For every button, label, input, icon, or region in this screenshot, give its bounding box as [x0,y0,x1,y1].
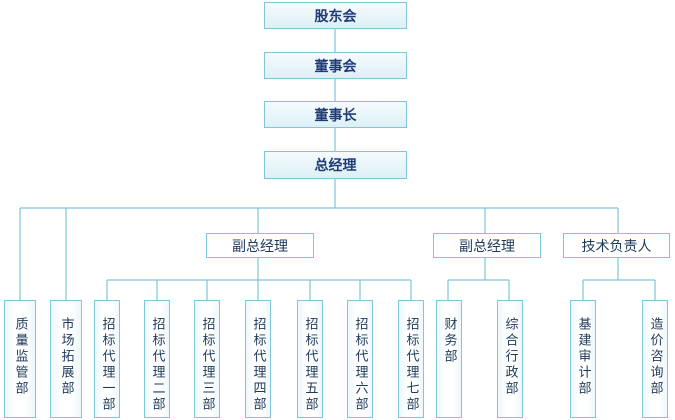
dept-agency-6-label: 招标代理六部 [352,317,368,413]
dept-finance-label: 财务部 [441,317,457,365]
dept-agency-4-label: 招标代理四部 [250,317,266,413]
board-node: 董事会 [264,52,407,79]
general-manager-node: 总经理 [264,151,407,179]
dept-finance: 财务部 [436,300,462,418]
dept-agency-2: 招标代理二部 [144,300,170,418]
dept-admin: 综合行政部 [497,300,523,418]
vice-gm-label-1: 副总经理 [232,238,288,255]
vice-gm-node-1: 副总经理 [206,233,314,258]
dept-quality: 质量监管部 [4,300,36,418]
dept-agency-5-label: 招标代理五部 [302,317,318,413]
dept-agency-3-label: 招标代理三部 [199,317,215,413]
general-manager-label: 总经理 [314,158,357,174]
chairman-node: 董事长 [264,101,407,128]
dept-agency-3: 招标代理三部 [194,300,220,418]
dept-quality-label: 质量监管部 [12,317,28,397]
shareholders-label: 股东会 [314,8,357,25]
dept-market-label: 市场拓展部 [58,317,74,397]
dept-admin-label: 综合行政部 [502,317,518,397]
dept-agency-5: 招标代理五部 [297,300,323,418]
dept-market: 市场拓展部 [50,300,82,418]
board-label: 董事会 [314,58,357,75]
dept-agency-2-label: 招标代理二部 [149,317,165,413]
vice-gm-node-2: 副总经理 [433,233,541,258]
dept-audit: 基建审计部 [570,300,596,418]
dept-cost-label: 造价咨询部 [647,317,663,397]
shareholders-node: 股东会 [264,2,407,29]
dept-agency-1-label: 招标代理一部 [99,317,115,413]
dept-audit-label: 基建审计部 [575,317,591,397]
vice-gm-label-2: 副总经理 [459,238,515,255]
dept-agency-4: 招标代理四部 [245,300,271,418]
dept-cost: 造价咨询部 [642,300,668,418]
dept-agency-1: 招标代理一部 [94,300,120,418]
tech-lead-node: 技术负责人 [563,233,670,258]
tech-lead-label: 技术负责人 [581,238,652,255]
dept-agency-7: 招标代理七部 [398,300,424,418]
dept-agency-7-label: 招标代理七部 [403,317,419,413]
dept-agency-6: 招标代理六部 [347,300,373,418]
chairman-label: 董事长 [314,107,357,124]
